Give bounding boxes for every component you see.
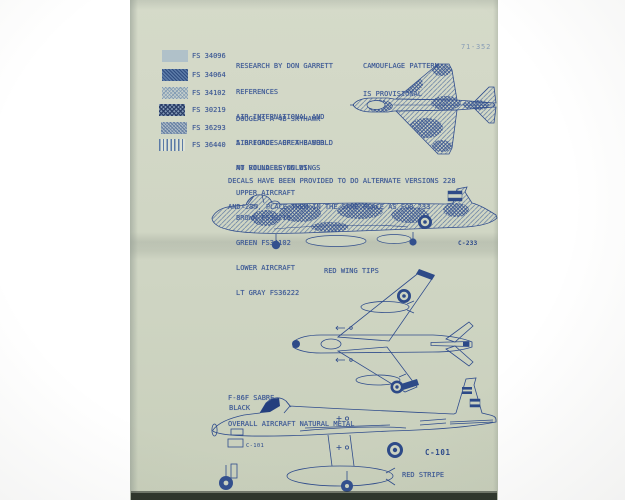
color-swatch-fs34096 (162, 50, 188, 62)
sabre-front-wheel-hub (223, 480, 229, 486)
sabre-gear-struts (225, 465, 348, 481)
sabre-roundel-marking (387, 442, 403, 458)
sabre-wing-side-lines (299, 424, 407, 432)
swatch-label: FS 36440 (192, 141, 226, 149)
note-line: UPPER AIRCRAFT (236, 189, 296, 198)
sabre-plan-port-drop-tank (360, 301, 410, 313)
sabre-dot-mark-upper (344, 416, 349, 421)
skyhawk-drop-tank (305, 235, 367, 247)
sabre-rear-wheel-hub (345, 484, 349, 488)
sabre-code-rear: C-101 (425, 448, 451, 457)
note-line: RESEARCH BY DON GARRETT (236, 62, 333, 70)
sabre-plan-red-tip-port (416, 269, 435, 280)
sabre-plan-starboard-tailplane (445, 345, 474, 367)
sabre-cross-marks (336, 416, 342, 450)
sabre-plan-arrow-port (335, 325, 345, 331)
sabre-gear-door (230, 463, 238, 479)
note-red-wing-tips: RED WING TIPS (324, 267, 379, 275)
color-swatch-fs36440 (159, 139, 185, 151)
note-line: IS PROVISIONAL (363, 89, 423, 98)
sabre-nose-panel-2 (230, 428, 244, 436)
swatch-label: FS 34096 (192, 52, 226, 60)
sabre-plan-roundel-starboard (390, 380, 404, 394)
swatch-label: FS 36293 (192, 124, 226, 132)
color-swatch-fs34102 (162, 87, 188, 99)
skyhawk-plan-view-drawing (350, 63, 497, 155)
sabre-black-canopy-frame (260, 398, 280, 413)
sabre-plan-port-tailplane (445, 321, 474, 343)
note-line: 5 BRIGADE AEREA BASED (236, 139, 325, 148)
sabre-plan-port-wing (336, 270, 435, 342)
sabre-plan-canopy (320, 338, 342, 350)
sabre-plan-dot-starboard (349, 358, 353, 362)
sabre-plan-nose-intake (292, 340, 300, 348)
note-line: CAMOUFLAGE PATTERN (363, 62, 439, 70)
note-sabre: F-86F SABRE OVERALL AIRCRAFT NATURAL MET… (228, 377, 354, 445)
sabre-fin-flag-marking (469, 398, 481, 408)
color-swatch-fs34064 (162, 69, 188, 81)
note-line: AIR INTERNATIONAL AND (236, 113, 325, 121)
swatch-label: FS 30219 (192, 106, 226, 114)
skyhawk-gear-struts (275, 232, 414, 242)
skyhawk-code-rear: C-233 (458, 240, 478, 247)
sabre-plan-tank-fins (398, 300, 415, 387)
note-line: OVERALL AIRCRAFT NATURAL METAL (228, 419, 355, 428)
note-line: DOUGLAS A-4B SKYHAWK (236, 114, 321, 123)
note-line: AIR FORCES OF THE WORLD (236, 138, 333, 147)
skyhawk-wing-root-line (273, 224, 409, 230)
sabre-plan-arrow-starboard (335, 357, 345, 363)
color-swatch-fs36293 (161, 122, 187, 134)
sabre-plan-fuselage (292, 334, 473, 354)
skyhawk-drop-tank-2 (376, 234, 412, 244)
skyhawk-rear-wheel (409, 238, 417, 246)
note-line: F-86F SABRE (228, 394, 275, 402)
note-line: LT GRAY FS36222 (236, 288, 300, 297)
sabre-plan-fin-dark-tip (463, 341, 469, 347)
sabre-plan-red-tip-starboard (401, 379, 419, 390)
swatch-label: FS 34064 (192, 71, 226, 79)
note-black: BLACK (229, 404, 251, 412)
skyhawk-plan-canopy (366, 100, 386, 110)
sabre-side-view-drawing: C-101 C-101 (211, 377, 497, 492)
note-line: AT VILLA REYNOLDS (236, 164, 308, 173)
sabre-side-silhouette (212, 377, 497, 437)
sabre-plan-starboard-drop-tank (355, 374, 401, 386)
note-line: REFERENCES (236, 87, 279, 96)
sabre-dot-mark-lower (344, 445, 349, 450)
note-research: RESEARCH BY DON GARRETT REFERENCES AIR I… (236, 45, 333, 190)
skyhawk-front-wheel (271, 240, 281, 250)
skyhawk-code-front: C-233 (242, 204, 259, 210)
note-line: NO ROUNDELS ON WINGS (236, 164, 321, 172)
note-line: DECALS HAVE BEEN PROVIDED TO DO ALTERNAT… (228, 177, 456, 185)
sabre-speed-brake-lines (419, 418, 447, 426)
sabre-intake-ring (211, 423, 218, 437)
sabre-nose-panel (227, 438, 244, 448)
sabre-red-stripe-lines (449, 419, 494, 425)
sabre-drop-tank (286, 465, 394, 487)
skyhawk-canopy-frame-lines (247, 194, 281, 205)
sabre-tank-pylon-and-fins (327, 434, 396, 486)
sabre-plan-starboard-wing (336, 346, 418, 393)
table-edge-dark-band (131, 491, 497, 500)
sabre-canopy-outline (283, 400, 292, 414)
note-camouflage: CAMOUFLAGE PATTERN IS PROVISIONAL (363, 44, 439, 116)
skyhawk-roundel-marking (418, 215, 432, 229)
sabre-fin-stripes-marking (462, 387, 472, 394)
swatch-label: FS 34102 (192, 89, 226, 97)
sheet-number: 71-352 (461, 43, 492, 51)
sabre-code-nose: C-101 (246, 443, 264, 449)
note-red-stripe: RED STRIPE (402, 471, 445, 479)
sabre-plan-roundel-port (397, 289, 411, 303)
sabre-plan-dot-port (349, 326, 353, 330)
sabre-plan-view-drawing (292, 269, 474, 394)
skyhawk-side-view-drawing: C-233 C-233 (211, 186, 498, 250)
skyhawk-fin-flag-marking (447, 190, 463, 202)
color-swatch-fs30219 (159, 104, 185, 116)
note-line: LOWER AIRCRAFT (236, 263, 296, 272)
